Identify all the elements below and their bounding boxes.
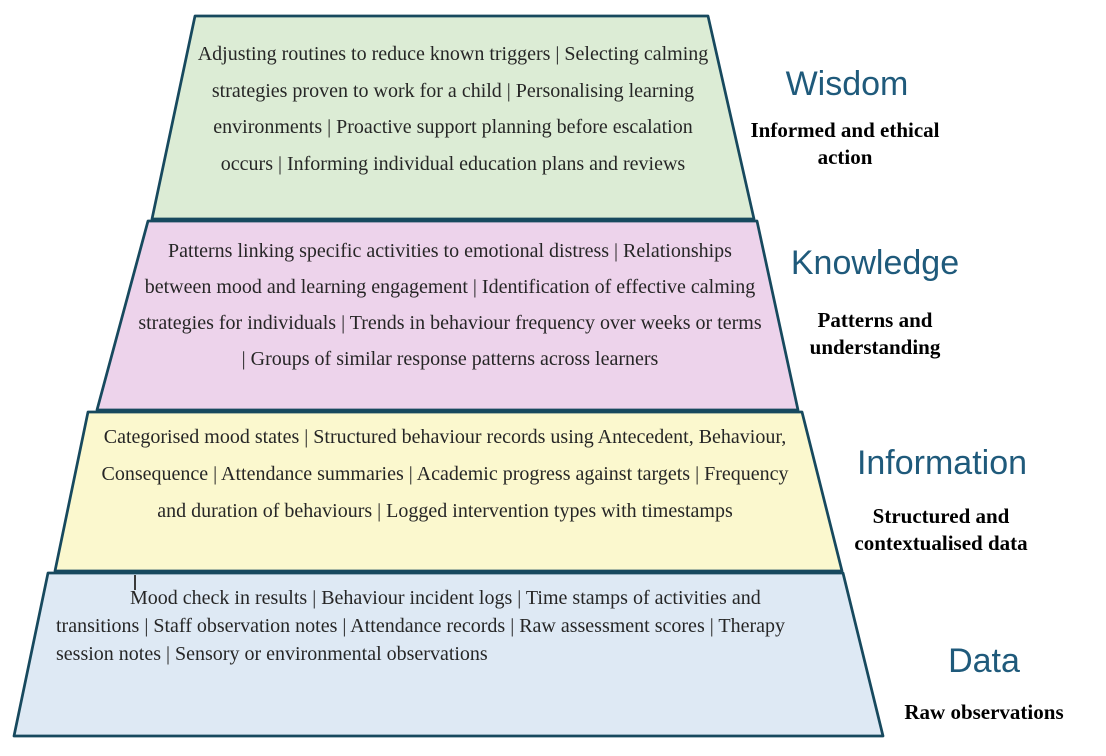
text-cursor-artifact — [134, 575, 136, 590]
data-layer-shape — [12, 571, 885, 738]
information-layer-shape — [53, 410, 844, 573]
data-layer-content: Mood check in results | Behaviour incide… — [56, 587, 785, 665]
wisdom-layer-content: Adjusting routines to reduce known trigg… — [197, 43, 709, 175]
wisdom-sublabel: Informed and ethical action — [750, 118, 940, 169]
knowledge-layer-shape — [95, 219, 800, 412]
data-label: Data — [948, 642, 1020, 680]
information-label: Information — [856, 444, 1028, 482]
knowledge-sublabel: Patterns and understanding — [809, 308, 941, 359]
knowledge-label: Knowledge — [790, 244, 960, 282]
knowledge-layer-content: Patterns linking specific activities to … — [138, 240, 762, 370]
wisdom-label: Wisdom — [785, 65, 909, 103]
data-sublabel: Raw observations — [904, 700, 1064, 724]
wisdom-layer-shape — [150, 14, 756, 221]
information-layer-content: Categorised mood states | Structured beh… — [101, 426, 789, 522]
information-sublabel: Structured and contextualised data — [854, 504, 1028, 555]
